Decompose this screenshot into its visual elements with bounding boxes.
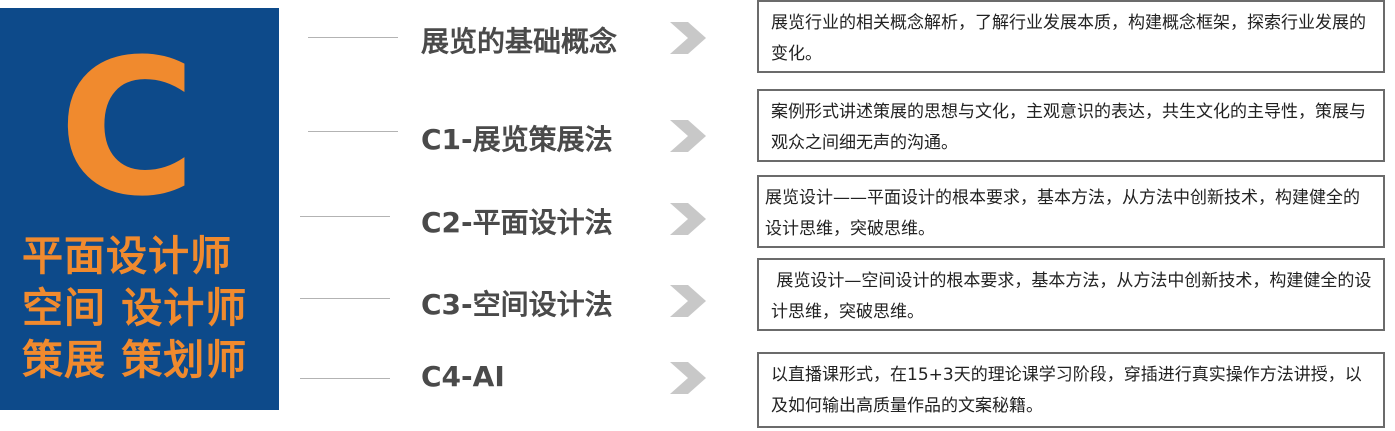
module-title: 展览的基础概念 [421,25,618,58]
chevron-right-icon [670,285,706,317]
role-graphic-designer: 平面设计师 [22,232,232,280]
role-curator: 策展 策划师 [22,336,248,384]
connector-line [300,216,390,217]
module-description: 展览设计—空间设计的根本要求，基本方法，从方法中创新技术，构建健全的设计思维，突… [757,258,1385,331]
module-description: 以直播课形式，在15+3天的理论课学习阶段，穿插进行真实操作方法讲授，以及如何输… [757,352,1385,428]
module-title: C1-展览策展法 [421,123,613,156]
role-list: 平面设计师 空间 设计师 策展 策划师 [22,230,272,386]
chevron-right-icon [670,120,706,152]
module-title: C2-平面设计法 [421,206,613,239]
module-title: C4-AI [421,360,505,393]
chevron-right-icon [670,362,706,394]
category-letter: C [58,19,197,238]
chevron-right-icon [670,203,706,235]
connector-line [308,131,398,132]
chevron-right-icon [670,22,706,54]
category-panel: C 平面设计师 空间 设计师 策展 策划师 [0,8,279,410]
connector-line [300,378,390,379]
role-space-designer: 空间 设计师 [22,284,248,332]
module-description: 案例形式讲述策展的思想与文化，主观意识的表达，共生文化的主导性，策展与观众之间细… [757,89,1385,162]
module-description: 展览设计——平面设计的根本要求，基本方法，从方法中创新技术，构建健全的设计思维，… [757,175,1385,248]
module-title: C3-空间设计法 [421,288,613,321]
connector-line [308,37,398,38]
module-description: 展览行业的相关概念解析，了解行业发展本质，构建概念框架，探索行业发展的变化。 [757,0,1385,73]
connector-line [300,298,390,299]
